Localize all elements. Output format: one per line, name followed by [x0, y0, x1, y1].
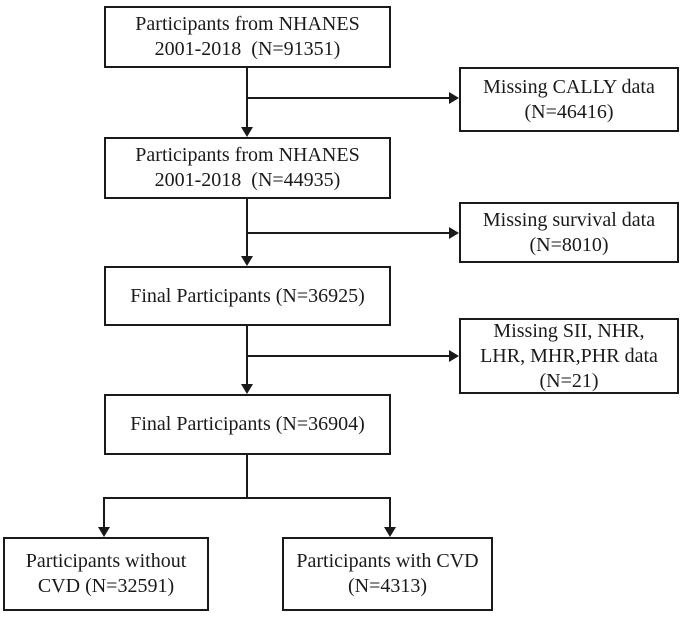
- arrow-down-icon: [241, 127, 253, 137]
- arrow-right-icon: [449, 92, 459, 104]
- node-missing-sii-nhr-lhr-mhr-phr-data: Missing SII, NHR, LHR, MHR,PHR data (N=2…: [459, 318, 679, 394]
- node-missing-survival-data-label: Missing survival data (N=8010): [482, 208, 656, 256]
- edge-after-cally-to-final-36925-line: [246, 199, 248, 257]
- arrow-down-icon: [241, 256, 253, 266]
- node-participants-nhanes-initial: Participants from NHANES 2001-2018 (N=91…: [104, 6, 391, 68]
- arrow-right-icon: [449, 227, 459, 239]
- edge-initial-to-missing-cally-line: [247, 97, 449, 99]
- node-participants-without-cvd-label: Participants without CVD (N=32591): [25, 550, 187, 597]
- node-final-participants-36904-label: Final Participants (N=36904): [130, 413, 365, 435]
- arrow-down-icon: [241, 384, 253, 394]
- arrow-down-icon: [98, 527, 110, 537]
- node-participants-nhanes-after-cally-label: Participants from NHANES 2001-2018 (N=44…: [135, 144, 360, 191]
- edge-final-36904-splitter-line: [103, 497, 391, 499]
- node-participants-with-cvd: Participants with CVD (N=4313): [282, 537, 493, 611]
- node-final-participants-36904: Final Participants (N=36904): [104, 394, 391, 455]
- node-participants-with-cvd-label: Participants with CVD (N=4313): [296, 550, 479, 597]
- edge-after-cally-to-missing-survival-line: [247, 232, 449, 234]
- node-participants-nhanes-after-cally: Participants from NHANES 2001-2018 (N=44…: [104, 137, 391, 199]
- node-final-participants-36925-label: Final Participants (N=36925): [130, 284, 365, 307]
- arrow-right-icon: [449, 350, 459, 362]
- edge-split-to-without-cvd-line: [103, 497, 105, 528]
- node-missing-sii-nhr-lhr-mhr-phr-data-label: Missing SII, NHR, LHR, MHR,PHR data (N=2…: [480, 319, 658, 392]
- node-missing-survival-data: Missing survival data (N=8010): [459, 202, 679, 263]
- node-final-participants-36925: Final Participants (N=36925): [104, 266, 391, 326]
- node-participants-nhanes-initial-label: Participants from NHANES 2001-2018 (N=91…: [135, 13, 360, 60]
- node-participants-without-cvd: Participants without CVD (N=32591): [3, 537, 209, 611]
- arrow-down-icon: [384, 527, 396, 537]
- node-missing-cally-data: Missing CALLY data (N=46416): [459, 67, 679, 132]
- node-missing-cally-data-label: Missing CALLY data (N=46416): [483, 75, 655, 123]
- edge-final-36904-split-stem-line: [246, 455, 248, 499]
- edge-split-to-with-cvd-line: [389, 497, 391, 528]
- edge-final-36925-to-missing-sii-line: [247, 355, 449, 357]
